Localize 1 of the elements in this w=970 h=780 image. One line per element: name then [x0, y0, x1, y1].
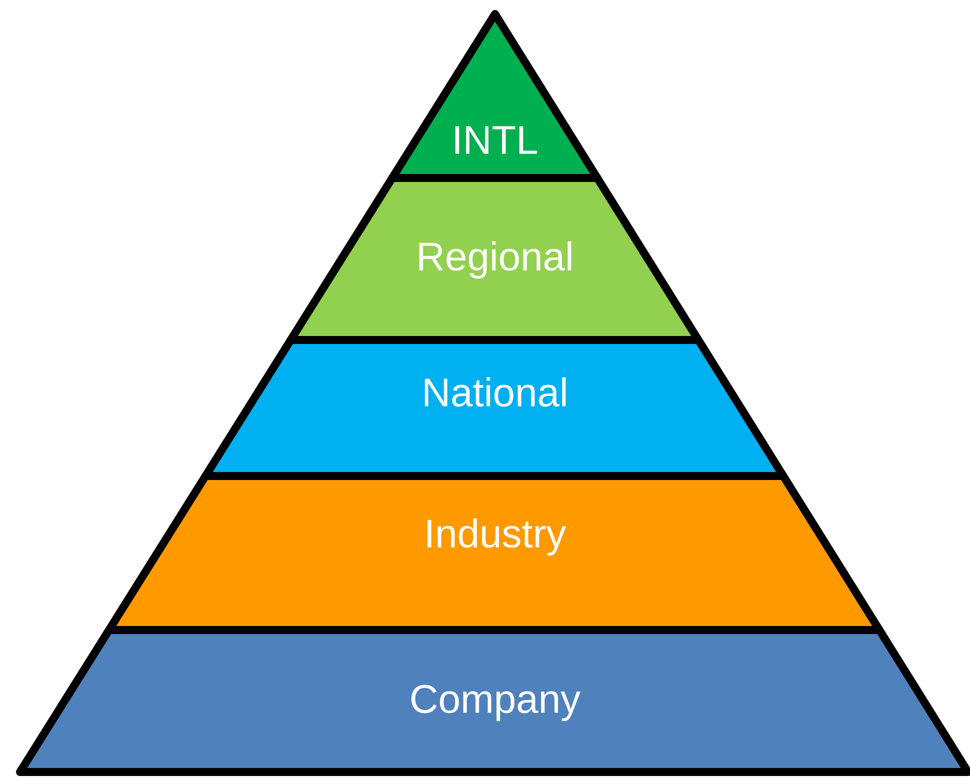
pyramid-level: Company	[16, 626, 970, 776]
